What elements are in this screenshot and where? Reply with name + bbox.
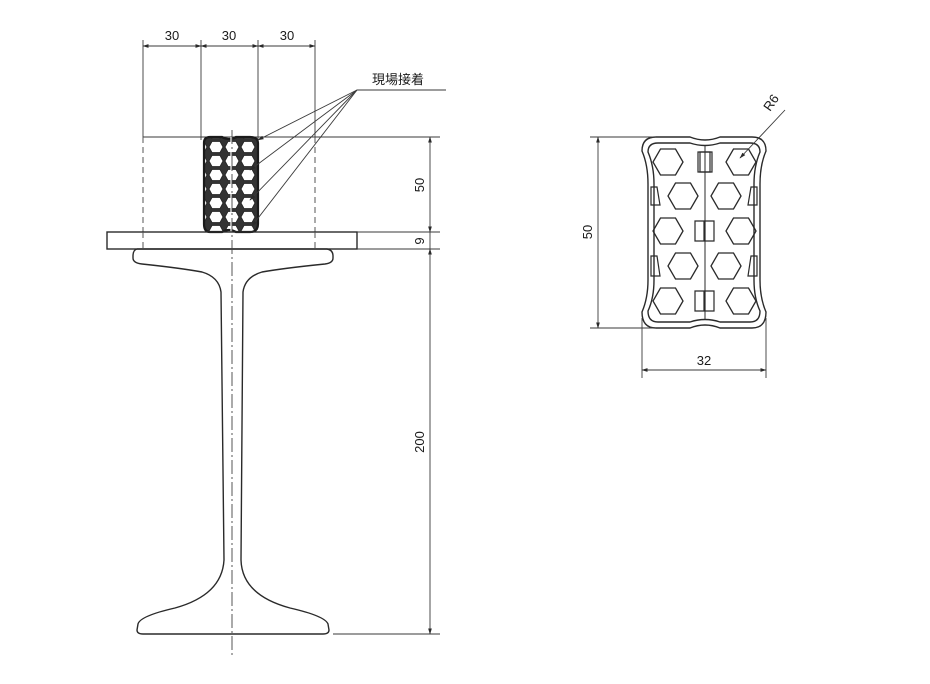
hexagon-cell [710, 182, 742, 210]
radius-callout: R6 [739, 91, 786, 159]
detail-inner-outline [647, 142, 761, 323]
hexagon-cell [725, 148, 757, 176]
leader-lines: 現場接着 [249, 72, 446, 227]
detail-height-dim: 50 [580, 136, 656, 329]
dim-right-1: 50 [412, 178, 427, 192]
dim-detail-height: 50 [580, 225, 595, 239]
leader-label: 現場接着 [372, 72, 424, 88]
detail-body [641, 136, 767, 329]
half-hexagon-cell [704, 290, 715, 312]
block-outline [142, 136, 316, 232]
half-hexagon-cell [704, 220, 715, 242]
top-dimension-chain: 30 30 30 [142, 28, 316, 140]
leader-3 [249, 89, 358, 201]
half-hexagon-cell [650, 186, 661, 206]
half-hexagon-cell [747, 186, 758, 206]
hexagon-cell [667, 252, 699, 280]
right-dimension-chain: 50 9 200 [315, 136, 440, 635]
right-view: 50 32 R6 [580, 91, 786, 378]
detail-width-dim: 32 [641, 318, 767, 378]
leader-4 [251, 89, 358, 227]
hexagon-cell [710, 252, 742, 280]
radius-leader [739, 109, 786, 159]
hexagon-cell [652, 148, 684, 176]
dim-top-3: 30 [280, 28, 294, 43]
dim-detail-width: 32 [697, 353, 711, 368]
half-hexagon-cell [694, 220, 705, 242]
hexagon-cell [667, 182, 699, 210]
honeycomb-element [202, 135, 260, 234]
dim-top-1: 30 [165, 28, 179, 43]
rail-profile [132, 130, 334, 658]
half-hexagon-cell [694, 290, 705, 312]
hexagon-cell [652, 287, 684, 315]
hexagon-cells [650, 146, 758, 320]
half-hexagon-cell [650, 255, 661, 277]
half-hexagon-cell [699, 151, 713, 173]
leader-1 [257, 89, 358, 141]
radius-label: R6 [760, 91, 782, 113]
rail-outline [132, 248, 334, 635]
left-view: 30 30 30 現場接着 [106, 28, 446, 658]
leader-2 [249, 89, 358, 171]
dim-right-3: 200 [412, 431, 427, 453]
hexagon-cell [725, 287, 757, 315]
half-hexagon-cell [747, 255, 758, 277]
hexagon-cell [652, 217, 684, 245]
hexagon-cell [725, 217, 757, 245]
dim-top-2: 30 [222, 28, 236, 43]
dim-right-2: 9 [412, 237, 427, 244]
